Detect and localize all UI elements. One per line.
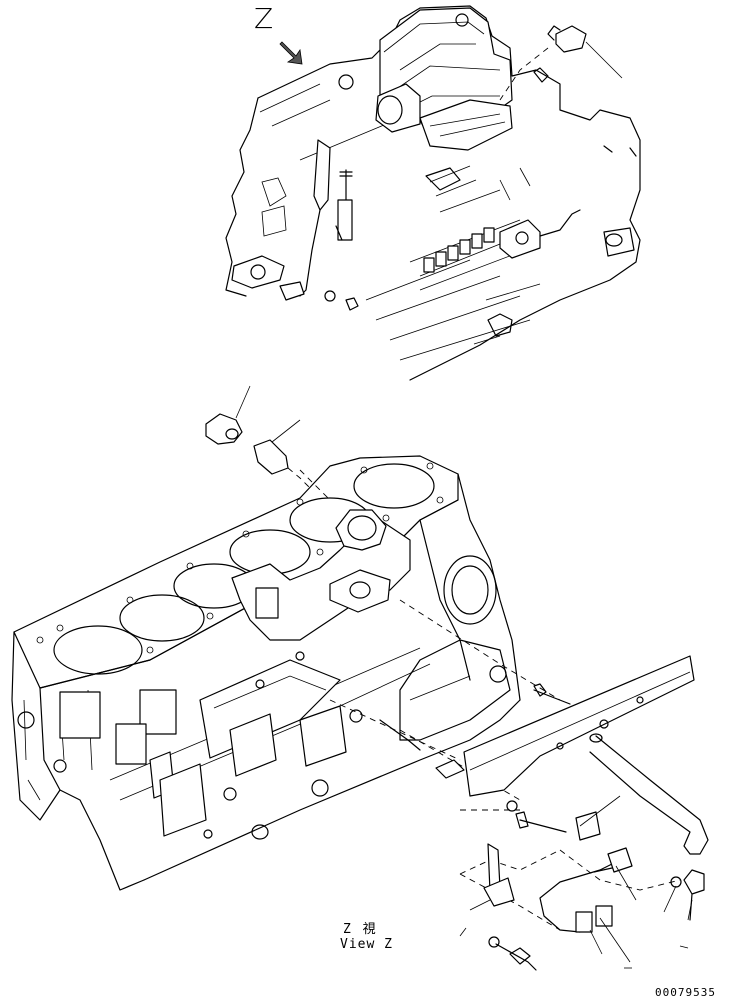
mounting-bracket (463, 655, 695, 797)
cylinder-block (11, 385, 521, 891)
view-caption-japanese: Z 視 (343, 922, 378, 937)
view-letter-label: Z (254, 2, 274, 35)
oil-pressure-sensor (205, 385, 251, 445)
view-z-detail (225, 5, 641, 381)
exhaust-manifold (231, 509, 411, 641)
exploded-parts (299, 469, 709, 971)
adapter-fitting (253, 419, 311, 489)
sensor-harness (539, 733, 709, 933)
leader-lines (459, 795, 693, 969)
view-caption-english: View Z (340, 937, 393, 952)
view-arrow-icon (279, 41, 303, 65)
drawing-number: 00079535 (655, 986, 716, 999)
sensor-top-right (547, 25, 623, 79)
